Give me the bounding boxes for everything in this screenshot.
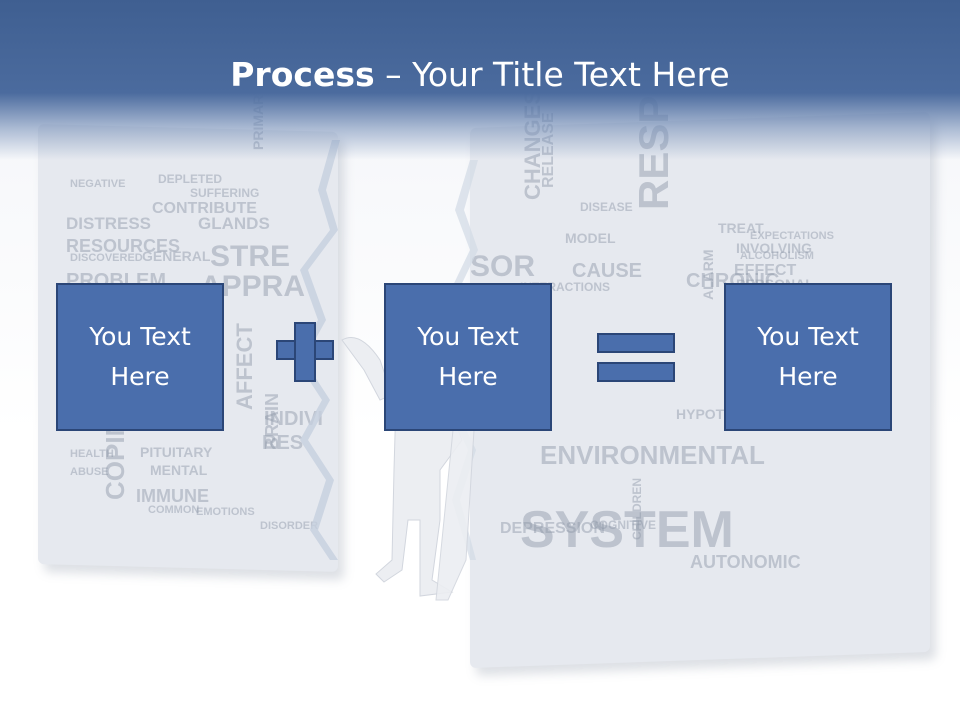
word-cloud-word: EMOTIONS — [196, 506, 255, 518]
word-cloud-word: RES — [262, 432, 304, 454]
word-cloud-word: HEALTH — [70, 448, 114, 460]
word-cloud-word: CONTRIBUTE — [152, 200, 257, 217]
word-cloud-word: GLANDS — [198, 214, 270, 233]
word-cloud-word: COGNITIVE — [590, 518, 657, 532]
process-box-1-line-1: You Text — [89, 322, 191, 351]
word-cloud-word: IMMUNE — [136, 486, 209, 506]
word-cloud-word: CAUSE — [572, 260, 643, 282]
word-cloud-word: RESOURCES — [66, 236, 181, 256]
word-cloud-word: GENERAL — [142, 248, 211, 264]
word-cloud-word: SUFFERING — [190, 186, 260, 200]
word-cloud-word: DISORDER — [260, 520, 319, 532]
word-cloud-word: DISTRESS — [66, 214, 152, 233]
word-cloud-word: INDIVI — [264, 408, 323, 430]
word-cloud-word: INVOLVING — [736, 240, 812, 256]
word-cloud-word: COMMON — [148, 504, 200, 516]
word-cloud-word: PITUITARY — [140, 444, 213, 460]
process-box-2-text: You Text Here — [417, 317, 519, 397]
word-cloud-word: SOR — [470, 250, 536, 283]
word-cloud-word: MODEL — [565, 230, 616, 246]
word-cloud-word: ALCOHOLISM — [740, 250, 814, 262]
process-box-3-text: You Text Here — [757, 317, 859, 397]
process-box-2-line-1: You Text — [417, 322, 519, 351]
word-cloud-word: AUTONOMIC — [690, 552, 801, 572]
slide-title[interactable]: Process – Your Title Text Here — [0, 52, 960, 98]
word-cloud-word: MENTAL — [150, 462, 208, 478]
word-cloud-word: DISCOVERED — [70, 252, 143, 264]
title-bold-part: Process — [230, 55, 375, 94]
equals-icon-bottom-bar — [597, 362, 675, 382]
word-cloud-word: EFFECT — [734, 262, 797, 279]
word-cloud-word: ABUSE — [70, 466, 109, 478]
equals-icon-top-bar — [597, 333, 675, 353]
process-box-1-line-2: Here — [110, 362, 170, 391]
word-cloud-word: ENVIRONMENTAL — [540, 440, 765, 470]
process-box-3-line-1: You Text — [757, 322, 859, 351]
word-cloud-word: NEGATIVE — [70, 178, 126, 190]
process-box-2[interactable]: You Text Here — [384, 283, 552, 431]
process-box-2-line-2: Here — [438, 362, 498, 391]
word-cloud-word: EXPECTATIONS — [750, 230, 834, 242]
word-cloud-word: SYSTEM — [520, 501, 734, 559]
process-box-1[interactable]: You Text Here — [56, 283, 224, 431]
process-box-3[interactable]: You Text Here — [724, 283, 892, 431]
word-cloud-word: DISEASE — [580, 200, 633, 214]
process-box-3-line-2: Here — [778, 362, 838, 391]
word-cloud-word: HYPOTH — [676, 406, 735, 422]
word-cloud-word: STRE — [210, 240, 291, 273]
title-regular-part: – Your Title Text Here — [374, 55, 730, 94]
word-cloud-word: TREAT — [718, 220, 764, 236]
word-cloud-word: DEPRESSION — [500, 520, 605, 537]
word-cloud-word: DEPLETED — [158, 172, 223, 186]
process-box-1-text: You Text Here — [89, 317, 191, 397]
header-band — [0, 0, 960, 160]
plus-icon-vertical — [294, 322, 316, 382]
